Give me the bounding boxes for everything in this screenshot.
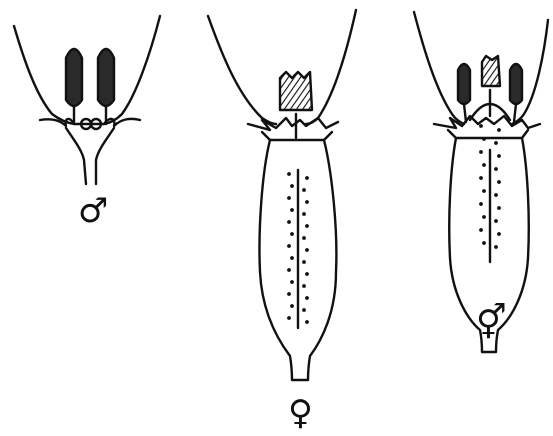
ovule-dot <box>479 150 483 154</box>
male-receptacle <box>66 128 86 184</box>
ovule-dot <box>494 167 498 171</box>
male-anther-right <box>98 49 114 106</box>
ovule-dot <box>302 284 306 288</box>
herm-anther-left <box>458 64 470 104</box>
ovule-dot <box>287 196 291 200</box>
ovule-dot <box>305 320 309 324</box>
ovule-dot <box>482 189 486 193</box>
ovule-dot <box>497 206 501 210</box>
ovule-dot <box>479 124 483 128</box>
male-anther-left <box>66 49 82 106</box>
ovule-dot <box>302 212 306 216</box>
ovule-dot <box>287 316 291 320</box>
female-stigma <box>280 72 312 110</box>
ovule-dot <box>497 180 501 184</box>
hermaphrodite-flower <box>414 12 548 352</box>
ovule-dot <box>305 272 309 276</box>
ovule-dot <box>302 236 306 240</box>
ovule-dot <box>497 128 501 132</box>
ovule-dot <box>479 202 483 206</box>
ovule-dot <box>302 308 306 312</box>
ovule-dot <box>287 220 291 224</box>
ovule-dot <box>305 224 309 228</box>
ovule-dot <box>497 232 501 236</box>
ovule-dot <box>305 200 309 204</box>
female-petal-left <box>208 16 276 124</box>
ovule-dot <box>494 219 498 223</box>
ovule-dot <box>479 228 483 232</box>
ovule-dot <box>302 188 306 192</box>
ovule-dot <box>305 176 309 180</box>
ovule-dot <box>479 176 483 180</box>
ovule-dot <box>290 184 294 188</box>
ovule-dot <box>482 163 486 167</box>
ovule-dot <box>482 241 486 245</box>
herm-stigma <box>482 56 500 86</box>
male-symbol: ♂ <box>78 194 108 228</box>
ovule-dot <box>494 245 498 249</box>
female-flower <box>208 10 356 380</box>
ovule-dot <box>494 193 498 197</box>
ovule-dot <box>494 141 498 145</box>
ovule-dot <box>482 137 486 141</box>
male-flower <box>14 16 160 184</box>
ovule-dot <box>290 280 294 284</box>
ovule-dot <box>290 208 294 212</box>
ovule-dot <box>290 304 294 308</box>
ovule-dot <box>287 244 291 248</box>
ovule-dot <box>302 260 306 264</box>
herm-anther-right <box>510 64 522 104</box>
herm-filament-left <box>464 104 466 122</box>
ovule-dot <box>497 154 501 158</box>
ovule-dot <box>290 256 294 260</box>
female-calyx <box>248 118 338 130</box>
ovule-dot <box>305 296 309 300</box>
ovule-dot <box>287 292 291 296</box>
hermaphrodite-symbol: ⚥ <box>476 306 507 340</box>
ovule-dot <box>482 215 486 219</box>
ovule-dot <box>290 232 294 236</box>
ovule-dot <box>287 172 291 176</box>
ovule-dot <box>287 268 291 272</box>
female-symbol: ♀ <box>288 396 313 430</box>
herm-petal-left <box>414 12 464 124</box>
female-petal-right <box>306 10 356 124</box>
ovule-dot <box>305 248 309 252</box>
herm-filament-right <box>514 104 516 122</box>
herm-calyx <box>434 116 540 128</box>
